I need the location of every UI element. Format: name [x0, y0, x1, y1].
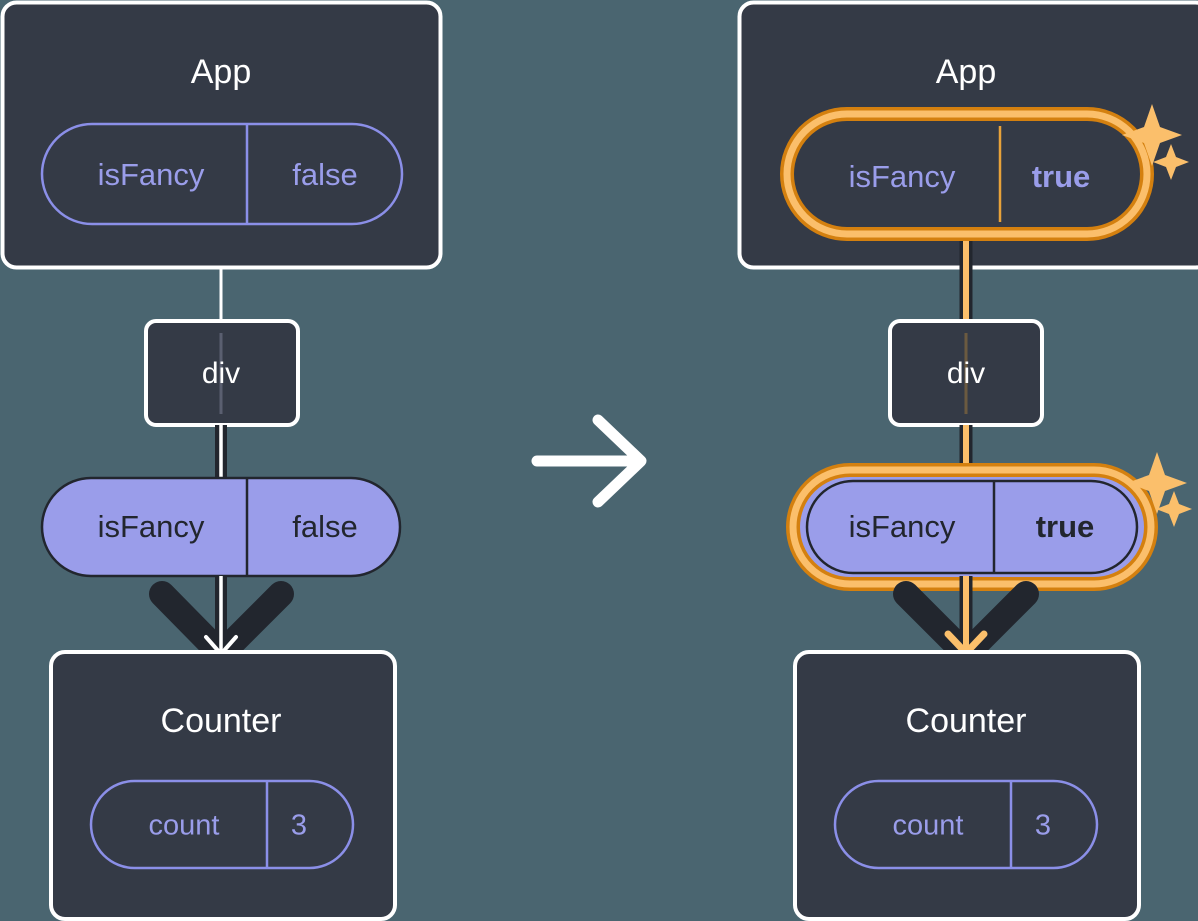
- pill-key-label: isFancy: [849, 159, 956, 194]
- counter-title-before: Counter: [161, 702, 282, 740]
- sparkle-icon-small-prop: [1156, 491, 1192, 527]
- pill-body: [805, 479, 1139, 575]
- pill-key-label: isFancy: [98, 509, 205, 544]
- app-state-pill-after: isFancy true: [780, 104, 1189, 241]
- pill-value-label: false: [292, 157, 357, 192]
- sparkle-icon-small-app: [1153, 144, 1189, 180]
- pill-outline: [89, 779, 355, 870]
- highlight-ring-outer: [780, 107, 1154, 241]
- div-label: div: [202, 357, 240, 390]
- pill-value-label: 3: [1035, 810, 1051, 842]
- pill-value-label: true: [1036, 509, 1095, 544]
- pill-value-label: true: [1032, 159, 1091, 194]
- pill-outline: [833, 779, 1099, 870]
- panel-before: App isFancy false div isFancy: [0, 0, 443, 921]
- pill-key-label: isFancy: [98, 157, 205, 192]
- prop-pill-before: isFancy false: [40, 476, 402, 578]
- app-box-before: [0, 0, 443, 270]
- app-title-before: App: [191, 53, 252, 91]
- transition-arrow-icon: [531, 414, 647, 508]
- pill-outline: [40, 122, 404, 226]
- div-node-before: div: [144, 319, 300, 427]
- pill-value-label: 3: [291, 810, 307, 842]
- counter-state-pill-after: count 3: [833, 779, 1099, 870]
- sparkle-icon-large-app: [1122, 104, 1182, 166]
- prop-pill-after: isFancy true: [786, 452, 1192, 591]
- panel-after: App isFancy true: [737, 0, 1198, 921]
- pill-value-label: false: [292, 509, 357, 544]
- highlight-ring-inner: [783, 110, 1151, 238]
- counter-box-before: [49, 650, 397, 921]
- pill-key-label: count: [149, 810, 220, 842]
- counter-box-after: [793, 650, 1141, 921]
- pill-key-label: isFancy: [849, 509, 956, 544]
- counter-state-pill-before: count 3: [89, 779, 355, 870]
- app-title-after: App: [936, 53, 997, 91]
- div-label: div: [947, 357, 985, 390]
- app-state-pill-before: isFancy false: [40, 122, 404, 226]
- sparkle-icon-large-prop: [1127, 452, 1187, 514]
- div-node-after: div: [888, 319, 1044, 427]
- pill-key-label: count: [893, 810, 964, 842]
- counter-title-after: Counter: [906, 702, 1027, 740]
